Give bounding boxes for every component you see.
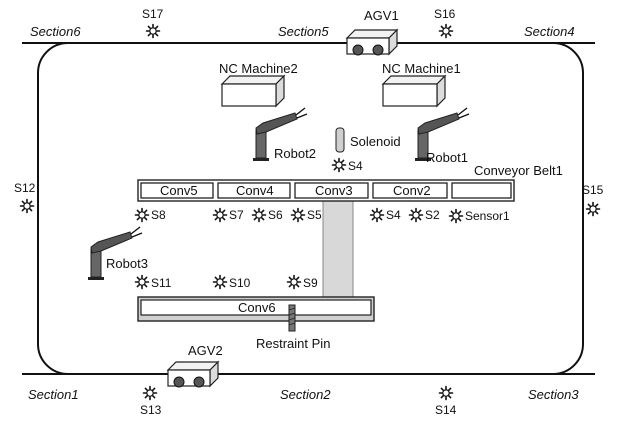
sensor-s8-icon bbox=[134, 207, 150, 223]
sensor-s4-top-icon bbox=[331, 157, 347, 173]
sensor-s12-icon bbox=[19, 198, 35, 214]
sensor-s7-icon bbox=[212, 207, 228, 223]
sensor-s17-label: S17 bbox=[142, 7, 164, 21]
section4-label: Section4 bbox=[524, 24, 575, 39]
vertical-transfer bbox=[322, 200, 354, 298]
conv5-label: Conv5 bbox=[160, 183, 198, 198]
restraint-pin-label: Restraint Pin bbox=[256, 336, 330, 351]
sensor-s5-label: S5 bbox=[307, 208, 322, 222]
sensor-s2-label: S2 bbox=[425, 208, 440, 222]
conv3-label: Conv3 bbox=[315, 183, 353, 198]
agv2-vehicle bbox=[167, 361, 219, 388]
sensor-s15-label: S15 bbox=[582, 183, 604, 197]
section5-label: Section5 bbox=[278, 24, 329, 39]
conv2-label: Conv2 bbox=[393, 183, 431, 198]
sensor-s11-icon bbox=[134, 274, 150, 290]
sensor-s16-label: S16 bbox=[434, 7, 456, 21]
sensor-s9-icon bbox=[286, 274, 302, 290]
sensor-s5-icon bbox=[290, 207, 306, 223]
agv2-label: AGV2 bbox=[188, 343, 223, 358]
sensor-s14-label: S14 bbox=[435, 403, 457, 417]
conv5-cell bbox=[140, 182, 214, 199]
agv1-label: AGV1 bbox=[364, 8, 399, 23]
conv3-cell bbox=[294, 182, 369, 199]
conv4-cell bbox=[217, 182, 291, 199]
sensor-s7-label: S7 bbox=[229, 208, 244, 222]
sensor-s12-label: S12 bbox=[14, 181, 36, 195]
section2-label: Section2 bbox=[280, 387, 331, 402]
sensor-s6-icon bbox=[251, 207, 267, 223]
sensor-s8-label: S8 bbox=[151, 208, 166, 222]
robot3 bbox=[87, 226, 143, 281]
conveyor-belt1-label: Conveyor Belt1 bbox=[474, 163, 563, 178]
agv1-vehicle bbox=[346, 29, 398, 56]
sensor1-label: Sensor1 bbox=[465, 209, 510, 223]
nc-machine1-label: NC Machine1 bbox=[382, 61, 461, 76]
nc-machine1 bbox=[381, 74, 447, 108]
section3-label: Section3 bbox=[528, 387, 579, 402]
conv2-cell bbox=[372, 182, 448, 199]
sensor-s4-top-label: S4 bbox=[348, 159, 363, 173]
nc-machine2 bbox=[220, 74, 286, 108]
sensor-s15-icon bbox=[585, 201, 601, 217]
sensor-s14-icon bbox=[438, 385, 454, 401]
conv4-label: Conv4 bbox=[236, 183, 274, 198]
robot1-label: Robot1 bbox=[426, 150, 468, 165]
sensor-s13-label: S13 bbox=[140, 403, 162, 417]
sensor-s9-label: S9 bbox=[303, 276, 318, 290]
sensor-s17-icon bbox=[145, 23, 161, 39]
solenoid-actuator bbox=[335, 127, 345, 153]
sensor-s16-icon bbox=[438, 23, 454, 39]
sensor-s2-icon bbox=[408, 207, 424, 223]
robot3-label: Robot3 bbox=[106, 256, 148, 271]
sensor-s4-mid-label: S4 bbox=[386, 208, 401, 222]
conv6 bbox=[137, 296, 375, 322]
sensor-s13-icon bbox=[142, 385, 158, 401]
robot2-label: Robot2 bbox=[274, 146, 316, 161]
nc-machine2-label: NC Machine2 bbox=[219, 61, 298, 76]
restraint-pin-hatch bbox=[288, 307, 296, 326]
sensor1-icon bbox=[448, 208, 464, 224]
sensor-s6-label: S6 bbox=[268, 208, 283, 222]
conveyor-belt1 bbox=[137, 179, 515, 202]
sensor-s4-mid-icon bbox=[369, 207, 385, 223]
conv6-label: Conv6 bbox=[238, 300, 276, 315]
conv1-cell bbox=[451, 182, 512, 199]
section6-label: Section6 bbox=[30, 24, 81, 39]
solenoid-label: Solenoid bbox=[350, 134, 401, 149]
section1-label: Section1 bbox=[28, 387, 79, 402]
sensor-s10-label: S10 bbox=[229, 276, 251, 290]
sensor-s10-icon bbox=[212, 274, 228, 290]
sensor-s11-label: S11 bbox=[151, 276, 172, 290]
